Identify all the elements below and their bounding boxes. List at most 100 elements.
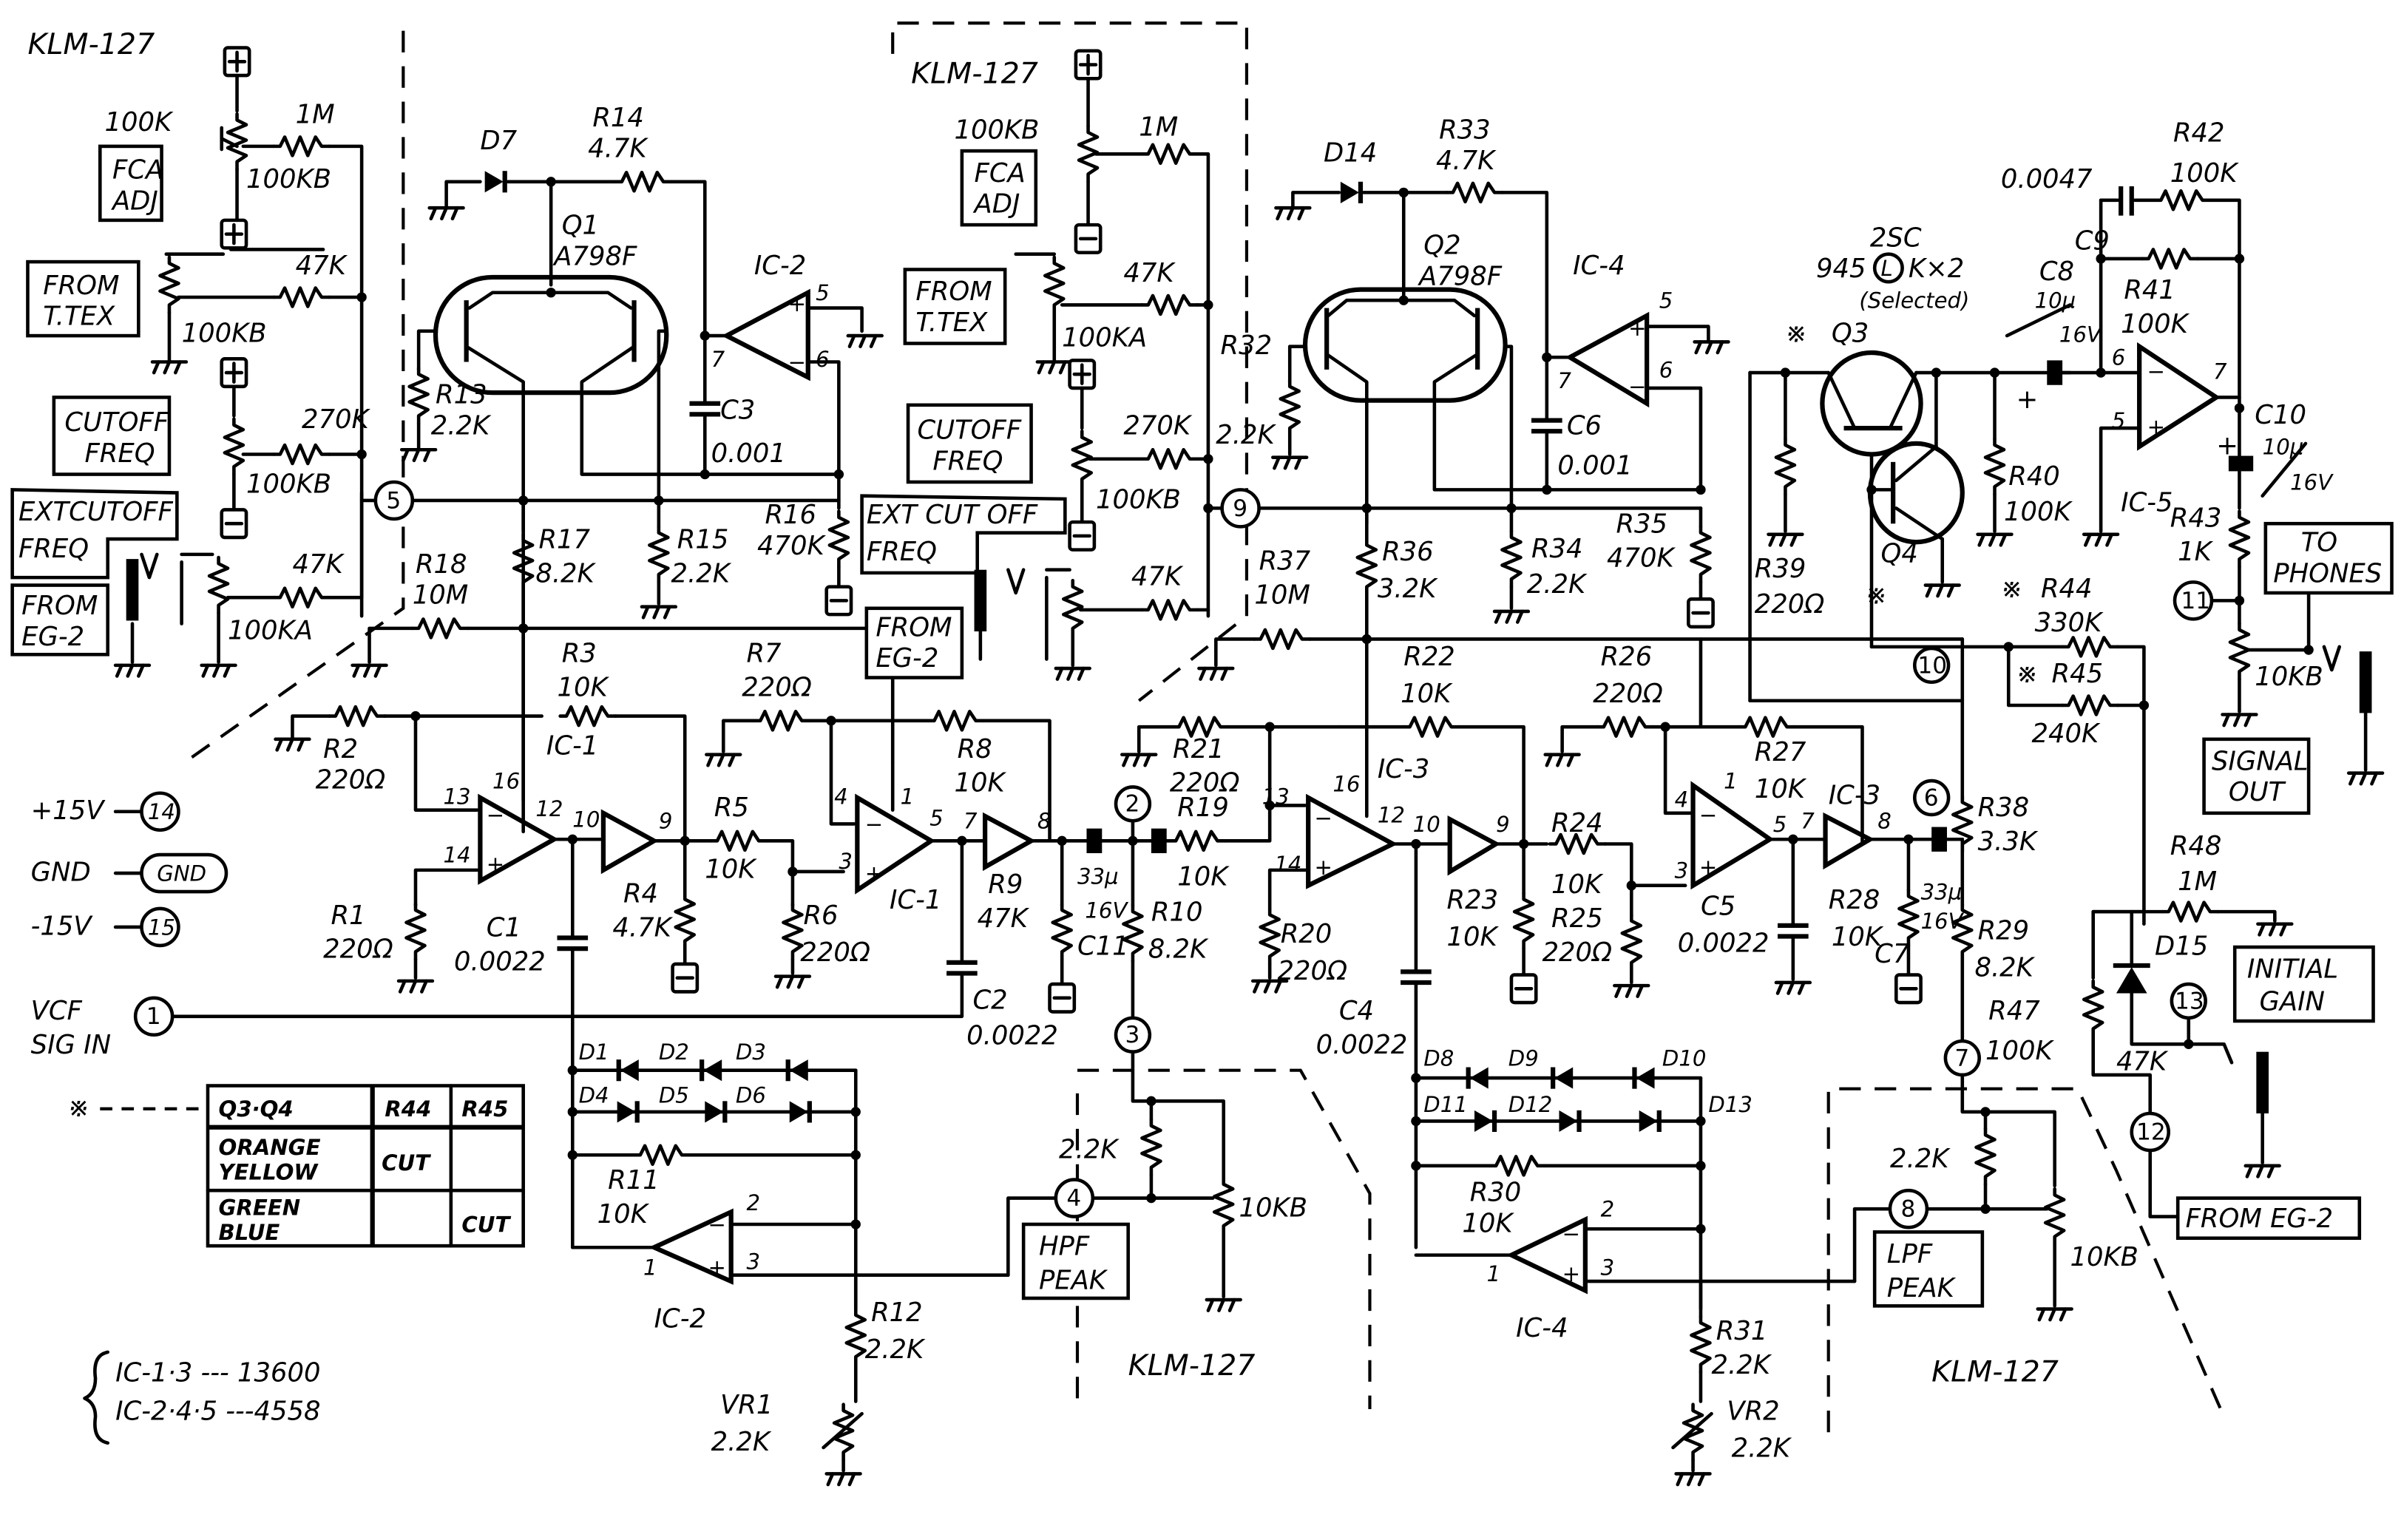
c11-capacitor — [1053, 904, 1071, 960]
cutoff-freq-pot[interactable] — [225, 419, 243, 475]
component-value: 10K — [705, 854, 757, 884]
component-label: R13 — [436, 380, 487, 410]
output-level-pot[interactable] — [2230, 624, 2249, 679]
minus-terminal — [673, 964, 697, 991]
fca-adj-label: FCA — [975, 158, 1026, 189]
q1-matched-pair — [433, 274, 669, 396]
lpf-peak-pot[interactable] — [2045, 1189, 2064, 1244]
svg-text:−: − — [708, 1212, 725, 1237]
component-label: R27 — [1755, 737, 1806, 767]
component-label: IC-1 — [546, 731, 598, 761]
component-value: 2.2K — [711, 1427, 772, 1457]
component-value: 470K — [1607, 543, 1676, 574]
component-label: R32 — [1221, 330, 1273, 361]
ic-notes: IC-1·3 --- 13600 IC-2·4·5 ---4558 — [83, 1350, 320, 1445]
component-value: 10K — [1832, 922, 1884, 952]
hpf-peak-pot[interactable] — [1214, 1178, 1233, 1233]
component-label: C10 — [2255, 400, 2306, 430]
component-value: 10K — [1462, 1208, 1514, 1238]
mid-control-panel: 100KB 1M FCA ADJ 47K 100KA FROM T.TEX 27… — [860, 51, 1213, 679]
pin-number: 7 — [2213, 359, 2227, 384]
component-label: IC-3 — [1829, 780, 1880, 810]
component-label: C6 — [1567, 410, 1602, 441]
component-value: 0.0022 — [966, 1020, 1058, 1051]
node-label: 3 — [1125, 1022, 1140, 1048]
c3-capacitor — [689, 404, 720, 415]
component-value: A798F — [552, 241, 637, 271]
ic2-opamp — [721, 288, 810, 381]
component-label: IC-4 — [1516, 1313, 1568, 1343]
r3-resistor — [561, 707, 616, 725]
r22-resistor — [1403, 718, 1459, 736]
table-cell: CUT — [461, 1212, 511, 1237]
r36-resistor — [1358, 539, 1376, 594]
pin-number: 7 — [1557, 368, 1571, 393]
pin-number: 7 — [711, 347, 725, 372]
component-value: 10μ — [2035, 288, 2076, 313]
plus-terminal — [225, 48, 249, 75]
initial-gain-label-box — [2232, 945, 2375, 1023]
q4-transistor — [1867, 441, 1965, 545]
table-cell: GREEN — [219, 1195, 301, 1220]
component-value: 16V — [2290, 469, 2334, 495]
ic3-buffer-b — [1823, 812, 1875, 870]
svg-text:+: + — [1628, 316, 1646, 341]
ttex-pot[interactable] — [160, 257, 178, 313]
component-value: 220Ω — [1170, 768, 1240, 798]
component-value: 47K — [2116, 1047, 2169, 1077]
ic4-opamp-b — [1506, 1215, 1588, 1295]
component-label: R45 — [2052, 659, 2104, 689]
r23-resistor — [1514, 893, 1533, 949]
component-value: 10KB — [2070, 1242, 2138, 1272]
component-value: 8.2K — [1974, 953, 2035, 983]
hpf-resistor — [1142, 1119, 1160, 1175]
component-value: 0.0022 — [454, 946, 546, 977]
from-eg2-label: FROM EG-2 — [2186, 1204, 2334, 1234]
component-label: C7 — [1875, 939, 1910, 969]
component-label: R31 — [1716, 1316, 1768, 1346]
fca-adj-label: ADJ — [111, 186, 158, 216]
component-value: 10M — [413, 580, 469, 611]
power-label: -15V — [31, 911, 94, 941]
to-phones-label: TO — [2301, 528, 2337, 558]
component-label: R39 — [1755, 554, 1806, 584]
node-label: 15 — [148, 915, 175, 940]
pin-number: 1 — [643, 1255, 657, 1280]
table-cell: BLUE — [219, 1220, 280, 1245]
component-label: R18 — [416, 549, 467, 580]
component-label: VR2 — [1727, 1397, 1779, 1427]
ext-cutoff-pot-2[interactable] — [1063, 580, 1082, 636]
to-phones-label-box — [2263, 521, 2394, 595]
pin-number: 12 — [1378, 802, 1405, 827]
lpf-peak-label-box — [1872, 1230, 1985, 1308]
node-label: 9 — [1233, 495, 1247, 522]
ic1-buffer-b — [982, 812, 1037, 872]
initial-gain-label: GAIN — [2260, 986, 2325, 1017]
q2-expo-converter: D14 R33 4.7K Q2 A798F R32 2.2K IC-4 +− 5… — [1199, 115, 1965, 679]
minus-terminal — [827, 587, 851, 614]
q1-expo-converter: D7 R14 4.7K Q1 A798F R13 2.2K IC-2 +− 5 … — [353, 103, 895, 834]
component-value: 0.0022 — [1678, 928, 1770, 958]
r20-resistor — [1261, 909, 1279, 964]
svg-text:+: + — [487, 852, 504, 877]
r8-resistor — [928, 711, 983, 730]
r6-resistor — [783, 904, 802, 960]
pot-value: 100KB — [954, 115, 1039, 145]
hpf-peak-label: HPF — [1039, 1232, 1090, 1262]
cutoff-freq-label: CUTOFF — [918, 415, 1022, 446]
jack-icon — [2359, 651, 2372, 713]
pin-number: 13 — [1262, 784, 1290, 809]
component-value: 33μ — [1921, 879, 1963, 904]
pot-value: 100KB — [246, 164, 331, 194]
module-label: KLM-127 — [27, 27, 155, 61]
ext-cutoff-pot[interactable] — [209, 557, 228, 613]
component-label: R38 — [1978, 793, 2030, 823]
ext-cutoff-label: FREQ — [867, 537, 937, 567]
pin-number: 1 — [1724, 768, 1738, 793]
component-label: R9 — [988, 869, 1023, 900]
node-label: 7 — [1954, 1045, 1969, 1071]
hpf-resonance: D1 D2 D3 D4 D5 D6 R11 10K −+ 2 1 3 IC-2 … — [567, 1016, 1307, 1485]
component-label: R22 — [1403, 642, 1455, 672]
node-label: GND — [157, 861, 206, 886]
